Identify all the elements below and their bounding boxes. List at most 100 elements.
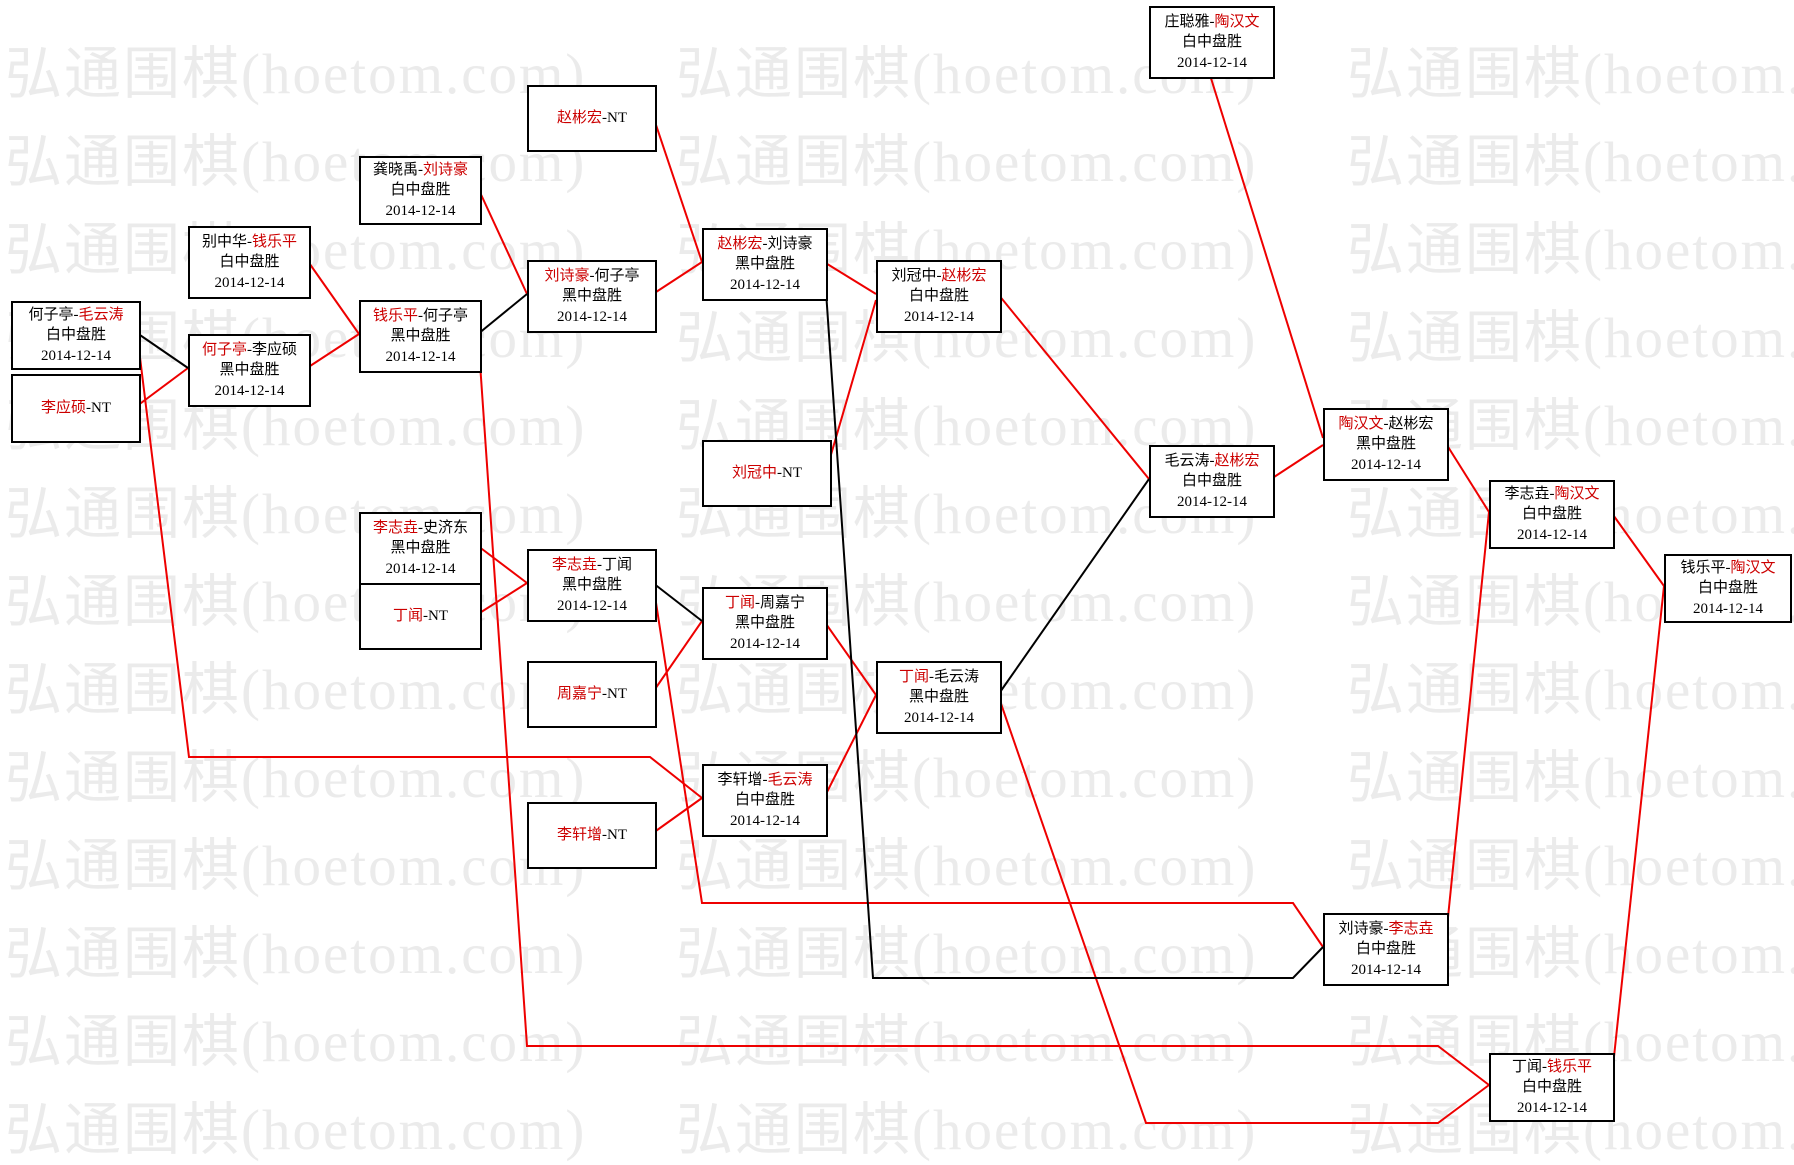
player2-name: 李应硕 bbox=[252, 342, 298, 359]
player1-name: 何子亭 bbox=[201, 342, 247, 359]
match-date: 2014-12-14 bbox=[1351, 961, 1421, 978]
match-players: 赵彬宏-NT bbox=[556, 110, 627, 127]
watermark-text: 弘通围棋(hoetom.com) bbox=[676, 835, 1258, 898]
watermark-text: 弘通围棋(hoetom.com) bbox=[676, 131, 1258, 194]
match-date: 2014-12-14 bbox=[730, 635, 800, 652]
watermark-text: 弘通围棋(hoetom.com) bbox=[1347, 131, 1794, 194]
player1-name: 丁闻 bbox=[724, 595, 755, 612]
player2-name: 丁闻 bbox=[602, 557, 633, 574]
player2-name: NT bbox=[607, 686, 627, 703]
edge-m18-m17 bbox=[823, 694, 877, 799]
match-result: 白中盘胜 bbox=[1521, 506, 1582, 523]
match-node-m16: 周嘉宁-NT bbox=[527, 661, 657, 728]
match-players: 丁闻-周嘉宁 bbox=[724, 595, 806, 612]
match-players: 别中华-钱乐平 bbox=[201, 234, 298, 251]
match-date: 2014-12-14 bbox=[1177, 54, 1247, 71]
player1-name: 庄聪雅 bbox=[1164, 14, 1210, 31]
watermark-text: 弘通围棋(hoetom.com) bbox=[1347, 747, 1794, 810]
watermark-text: 弘通围棋(hoetom.com) bbox=[1347, 659, 1794, 722]
edge-m26-m24 bbox=[1610, 585, 1665, 1086]
player2-name: 钱乐平 bbox=[252, 234, 298, 251]
match-players: 毛云涛-赵彬宏 bbox=[1164, 453, 1260, 470]
match-node-m7: 赵彬宏-NT bbox=[527, 85, 657, 152]
edge-m22-m23 bbox=[1444, 441, 1490, 513]
player2-name: 毛云涛 bbox=[767, 772, 813, 789]
watermark-text: 弘通围棋(hoetom.com) bbox=[5, 923, 587, 986]
match-result: 白中盘胜 bbox=[1521, 1079, 1582, 1096]
edge-m13-m14 bbox=[477, 582, 528, 615]
player1-name: 丁闻 bbox=[898, 669, 929, 686]
edge-m5-m8 bbox=[477, 187, 528, 295]
edge-m14-m25 bbox=[652, 582, 1324, 948]
player2-name: 何子亭 bbox=[423, 308, 469, 325]
player2-name: 史济东 bbox=[423, 520, 469, 537]
edge-m9-m10 bbox=[823, 261, 877, 295]
edge-m6-m8 bbox=[477, 293, 528, 335]
edge-m9-m25 bbox=[823, 261, 1324, 979]
player2-name: NT bbox=[782, 465, 802, 482]
match-players: 丁闻-钱乐平 bbox=[1511, 1059, 1593, 1076]
match-players: 何子亭-毛云涛 bbox=[28, 307, 124, 324]
match-result: 白中盘胜 bbox=[1181, 34, 1242, 51]
player2-name: NT bbox=[91, 400, 111, 417]
edge-m17-m21 bbox=[997, 478, 1150, 696]
edge-m20-m22 bbox=[1209, 74, 1324, 439]
match-players: 丁闻-毛云涛 bbox=[898, 669, 980, 686]
match-result: 白中盘胜 bbox=[390, 182, 451, 199]
match-players: 钱乐平-何子亭 bbox=[372, 308, 469, 325]
watermark-text: 弘通围棋(hoetom.com) bbox=[1347, 835, 1794, 898]
player2-name: 赵彬宏 bbox=[1214, 453, 1260, 470]
player2-name: 陶汉文 bbox=[1214, 14, 1260, 31]
edge-m17-m26 bbox=[997, 694, 1490, 1124]
match-node-m26: 丁闻-钱乐平白中盘胜 2014-12-14 bbox=[1489, 1053, 1615, 1122]
player1-name: 李志垚 bbox=[372, 520, 418, 537]
watermark-text: 弘通围棋(hoetom.com) bbox=[5, 659, 587, 722]
watermark-text: 弘通围棋(hoetom.com) bbox=[5, 1099, 587, 1162]
edge-m19-m18 bbox=[652, 797, 703, 834]
match-players: 李志垚-丁闻 bbox=[551, 557, 633, 574]
edge-m3-m6 bbox=[306, 259, 360, 335]
watermark-text: 弘通围棋(hoetom.com) bbox=[1347, 43, 1794, 106]
match-players: 李志垚-史济东 bbox=[372, 520, 469, 537]
player1-name: 陶汉文 bbox=[1338, 416, 1384, 433]
match-result: 黑中盘胜 bbox=[908, 689, 969, 706]
match-node-m19: 李轩增-NT bbox=[527, 802, 657, 869]
match-date: 2014-12-14 bbox=[1517, 1099, 1587, 1116]
player2-name: 钱乐平 bbox=[1547, 1059, 1593, 1076]
watermark-text: 弘通围棋(hoetom.com) bbox=[5, 43, 587, 106]
match-players: 刘冠中-NT bbox=[731, 465, 802, 482]
edge-m8-m9 bbox=[652, 261, 703, 295]
player2-name: 赵彬宏 bbox=[941, 268, 987, 285]
watermark-text: 弘通围棋(hoetom.com) bbox=[1347, 307, 1794, 370]
edge-m12-m14 bbox=[477, 545, 528, 584]
match-date: 2014-12-14 bbox=[1693, 600, 1763, 617]
player2-name: 李志垚 bbox=[1388, 921, 1434, 938]
match-players: 赵彬宏-刘诗豪 bbox=[717, 236, 813, 253]
match-node-m2: 李应硕-NT bbox=[11, 374, 141, 443]
match-node-m13: 丁闻-NT bbox=[359, 583, 482, 650]
player2-name: NT bbox=[607, 110, 627, 127]
edge-m14-m15 bbox=[652, 582, 703, 622]
match-result: 黑中盘胜 bbox=[561, 577, 622, 594]
match-result: 黑中盘胜 bbox=[734, 615, 795, 632]
match-players: 丁闻-NT bbox=[392, 608, 448, 625]
player1-name: 别中华 bbox=[201, 234, 247, 251]
player2-name: NT bbox=[607, 827, 627, 844]
player2-name: 毛云涛 bbox=[78, 307, 124, 324]
player2-name: 赵彬宏 bbox=[1388, 416, 1434, 433]
edge-m23-m24 bbox=[1610, 511, 1665, 587]
watermark-text: 弘通围棋(hoetom.com) bbox=[5, 131, 587, 194]
match-result: 白中盘胜 bbox=[219, 254, 280, 271]
match-result: 黑中盘胜 bbox=[561, 288, 622, 305]
player1-name: 钱乐平 bbox=[1680, 560, 1726, 577]
match-node-m15: 丁闻-周嘉宁黑中盘胜 2014-12-14 bbox=[702, 587, 828, 660]
player1-name: 刘冠中 bbox=[891, 268, 937, 285]
